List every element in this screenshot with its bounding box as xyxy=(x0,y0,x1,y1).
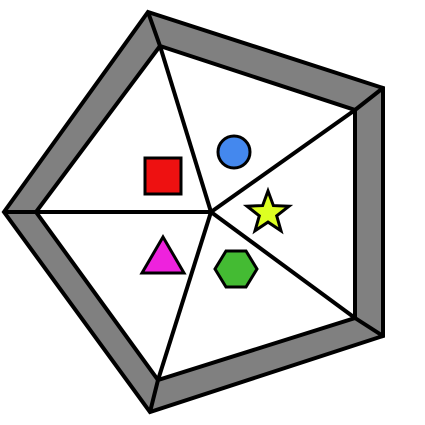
spoke-top xyxy=(158,45,213,213)
magenta-triangle-piece[interactable] xyxy=(139,234,187,275)
rim-corner-line-top xyxy=(146,11,162,47)
spoke-upper-right xyxy=(209,108,357,214)
rim-corner-line-lower-right xyxy=(353,316,385,338)
yellow-star-piece[interactable] xyxy=(242,186,294,235)
green-hexagon-piece[interactable] xyxy=(213,249,259,289)
spoke-bottom xyxy=(156,211,213,381)
red-square-piece[interactable] xyxy=(143,156,183,196)
spoke-lower-right xyxy=(209,210,357,320)
rim-corner-line-bottom xyxy=(148,379,160,413)
blue-circle-piece[interactable] xyxy=(216,134,252,170)
rim-corner-line-upper-right xyxy=(353,86,385,112)
